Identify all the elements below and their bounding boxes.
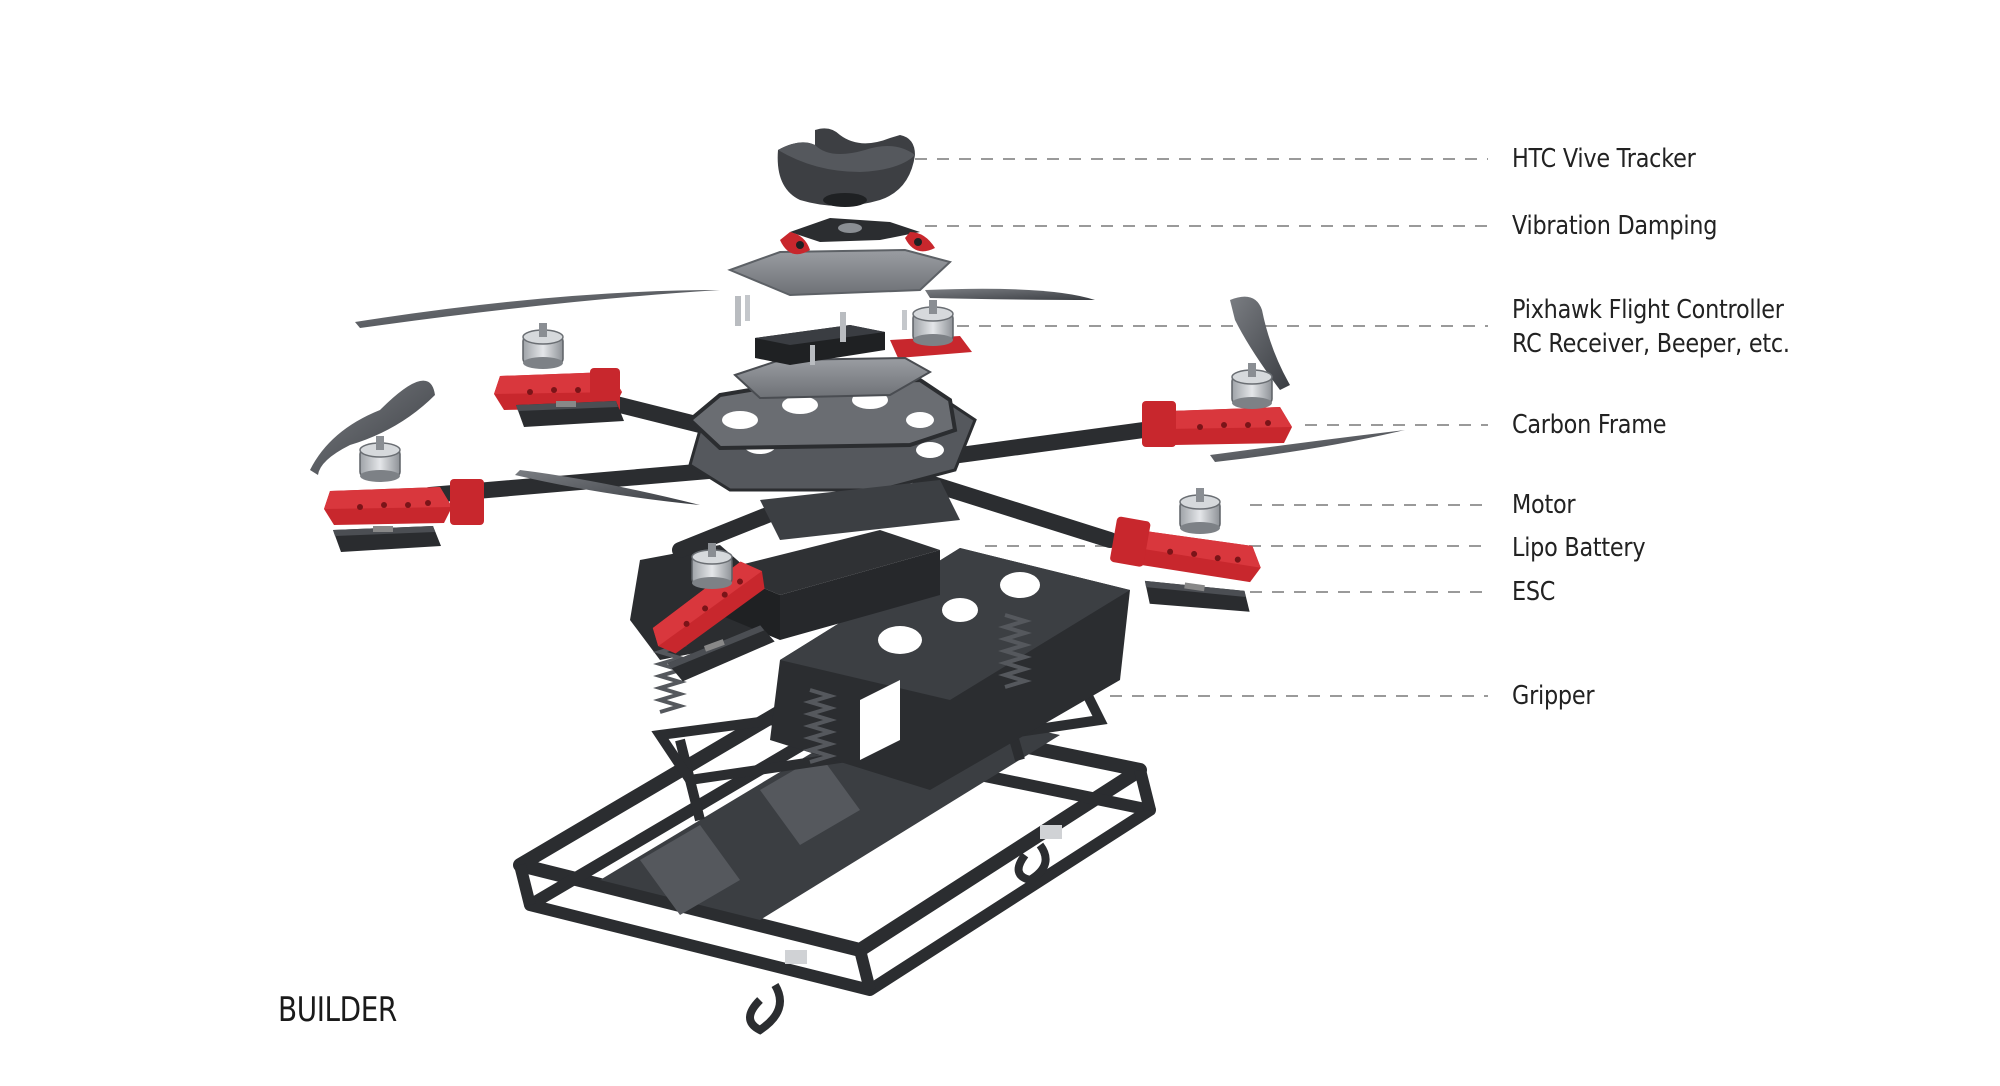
carbon-frame-plate (686, 377, 958, 451)
label-line: Gripper (1512, 681, 1595, 711)
label-motor: Motor (1512, 488, 1576, 522)
label-line: Vibration Damping (1512, 211, 1718, 241)
label-pixhawk-flight-controller: Pixhawk Flight Controller RC Receiver, B… (1512, 293, 1790, 361)
propellers (310, 288, 1405, 505)
label-line: Pixhawk Flight Controller (1512, 295, 1784, 325)
label-line: RC Receiver, Beeper, etc. (1512, 329, 1790, 359)
label-esc: ESC (1512, 575, 1555, 609)
label-htc-vive-tracker: HTC Vive Tracker (1512, 142, 1696, 176)
label-lipo-battery: Lipo Battery (1512, 531, 1646, 565)
htc-vive-tracker-part (777, 128, 915, 207)
label-line: Lipo Battery (1512, 533, 1646, 563)
diagram-caption: BUILDER (278, 990, 397, 1030)
top-plate (727, 248, 953, 297)
label-line: ESC (1512, 577, 1556, 607)
motor-mounts (324, 336, 1292, 660)
pixhawk-stack (733, 296, 933, 400)
vibration-damping-part (780, 218, 935, 255)
standoffs (745, 295, 907, 330)
label-line: Carbon Frame (1512, 410, 1667, 440)
label-carbon-frame: Carbon Frame (1512, 408, 1666, 442)
spring-dampers (653, 613, 1032, 764)
label-line: Motor (1512, 490, 1576, 520)
label-gripper: Gripper (1512, 679, 1595, 713)
label-vibration-damping: Vibration Damping (1512, 209, 1717, 243)
label-line: HTC Vive Tracker (1512, 144, 1696, 174)
